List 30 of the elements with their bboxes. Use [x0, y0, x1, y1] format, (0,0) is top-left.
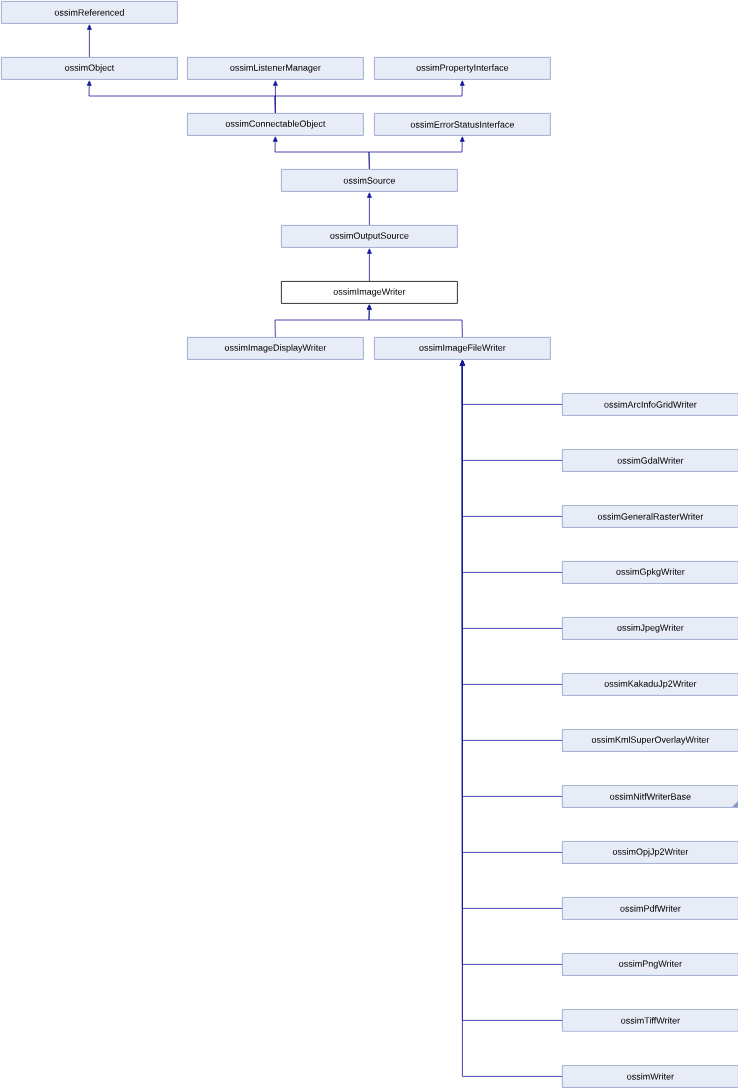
class-box: ossimPdfWriter [562, 897, 738, 920]
inheritance-arrow [87, 24, 92, 58]
class-box: ossimOutputSource [281, 225, 458, 248]
class-box: ossimConnectableObject [187, 113, 364, 136]
inheritance-arrow [368, 136, 465, 170]
class-box: ossimErrorStatusInterface [374, 113, 551, 136]
class-box: ossimGeneralRasterWriter [562, 505, 738, 528]
class-box: ossimSource [281, 169, 458, 192]
inheritance-arrow [367, 248, 372, 282]
class-box: ossimImageFileWriter [374, 337, 551, 360]
class-box: ossimListenerManager [187, 57, 364, 80]
class-box: ossimKakaduJp2Writer [562, 673, 738, 696]
class-box: ossimWriter [562, 1065, 738, 1088]
inheritance-arrow [274, 80, 465, 114]
class-box: ossimTiffWriter [562, 1009, 738, 1032]
class-box: ossimPngWriter [562, 953, 738, 976]
class-box: ossimImageDisplayWriter [187, 337, 364, 360]
class-box: ossimKmlSuperOverlayWriter [562, 729, 738, 752]
class-box: ossimGpkgWriter [562, 561, 738, 584]
class-box: ossimNitfWriterBase [562, 785, 738, 808]
class-box: ossimPropertyInterface [374, 57, 551, 80]
class-box: ossimGdalWriter [562, 449, 738, 472]
class-box: ossimImageWriter [281, 281, 458, 304]
class-box: ossimObject [1, 57, 178, 80]
class-box: ossimJpegWriter [562, 617, 738, 640]
inheritance-arrow [367, 192, 372, 226]
inheritance-arrow [366, 304, 463, 338]
class-box: ossimOpjJp2Writer [562, 841, 738, 864]
class-box: ossimArcInfoGridWriter [562, 393, 738, 416]
class-box: ossimReferenced [1, 1, 178, 24]
